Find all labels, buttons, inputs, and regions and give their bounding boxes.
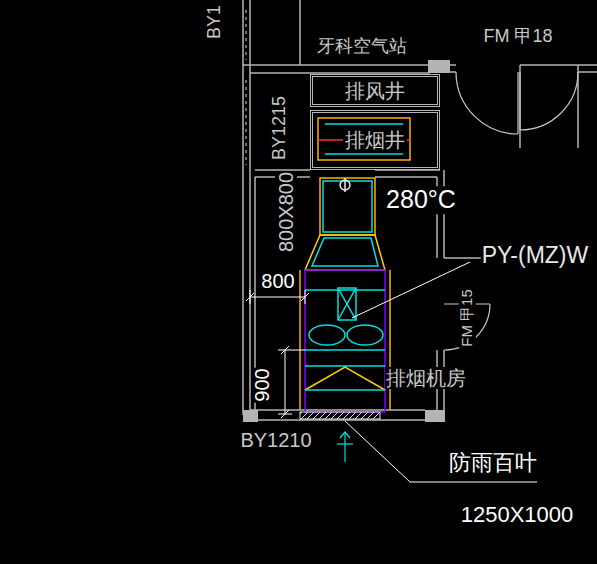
dimension-lines-part: [246, 293, 254, 301]
walls-part: [243, 64, 430, 66]
smoke-exhaust-fan: [300, 178, 390, 412]
smoke-exhaust-fan-part: [338, 288, 356, 320]
dimension-lines-part: [281, 410, 289, 418]
drawing-annotation: FM 甲15: [459, 288, 476, 348]
drawing-annotation: 800: [260, 270, 295, 292]
section-symbol-part: [344, 432, 345, 462]
wall-hatch: [246, 10, 247, 165]
shaft-name: 排烟井: [343, 129, 407, 151]
doors-part: [520, 72, 578, 130]
drawing-annotation: 牙科空气站: [316, 37, 408, 57]
section-symbol-part: [337, 443, 353, 444]
smoke-exhaust-fan-part: [389, 270, 391, 410]
smoke-shaft-duct: [318, 118, 410, 160]
smoke-exhaust-fan-part: [305, 367, 385, 390]
columns-part: [428, 60, 450, 73]
smoke-shaft-duct-part: [318, 118, 410, 160]
dimension-lines-part: [301, 293, 309, 301]
walls-part: [443, 170, 445, 258]
drawing-annotation: 800X800: [275, 171, 297, 253]
drawing-annotation: 900: [251, 367, 273, 402]
drawing-annotation: 280°C: [385, 186, 457, 214]
drawing-annotation: 1250X1000: [460, 503, 575, 527]
smoke-exhaust-fan-part: [305, 389, 385, 391]
walls-part: [249, 0, 251, 415]
smoke-exhaust-fan-part: [323, 181, 372, 232]
drawing-annotation: BY1215: [270, 95, 290, 161]
wall-hatch-part: [246, 10, 247, 60]
walls-part: [450, 71, 456, 73]
drawing-annotation: FM 甲18: [482, 27, 553, 47]
louver-part: [300, 412, 380, 419]
doors-part: [519, 72, 520, 130]
smoke-exhaust-fan-part: [305, 349, 385, 351]
dimension-lines-part: [281, 346, 289, 354]
drawing-annotation: PY-(MZ)W: [481, 243, 589, 268]
smoke-exhaust-fan-part: [347, 325, 383, 345]
smoke-exhaust-fan-part: [344, 178, 346, 192]
smoke-exhaust-fan-part: [320, 178, 375, 235]
louver: [300, 412, 380, 419]
leader-lines-part: [345, 421, 537, 482]
drawing-annotation: BY1210: [239, 429, 312, 451]
walls-part: [242, 0, 244, 415]
leader-lines: [345, 262, 537, 482]
drawing-annotation: 防雨百叶: [448, 451, 538, 475]
shaft-box: 排风井: [310, 74, 440, 107]
drawing-annotation: BY1: [205, 4, 225, 40]
smoke-exhaust-fan-part: [338, 288, 356, 320]
smoke-exhaust-fan-part: [305, 270, 385, 412]
walls-part: [450, 64, 456, 66]
smoke-shaft-duct-part: [325, 123, 403, 125]
dimension-lines: [246, 290, 309, 418]
doors-part: [456, 72, 518, 134]
section-symbol-part: [340, 432, 350, 438]
dimension-lines-part: [285, 350, 286, 414]
smoke-exhaust-fan-part: [338, 288, 356, 320]
doors-part: [517, 72, 518, 134]
drawing-annotation: 排烟机房: [385, 367, 467, 389]
smoke-exhaust-fan-part: [299, 270, 301, 410]
columns-part: [425, 410, 445, 422]
walls-part: [250, 409, 425, 411]
dimension-lines-part: [250, 297, 305, 298]
smoke-exhaust-fan-part: [312, 238, 378, 266]
section-symbol: [337, 432, 353, 462]
shaft-box: 排烟井: [310, 110, 440, 170]
walls-part: [578, 71, 597, 73]
columns-part: [243, 410, 258, 422]
smoke-exhaust-fan-part: [309, 325, 345, 345]
dimension-lines-part: [278, 350, 305, 351]
smoke-exhaust-fan-part: [305, 289, 385, 291]
wall-hatch-part: [246, 80, 247, 165]
leader-lines-part: [352, 262, 470, 318]
walls-part: [375, 176, 437, 178]
walls-part: [520, 64, 597, 66]
smoke-shaft-duct-part: [325, 153, 403, 155]
walls: [243, 0, 597, 420]
doors: [444, 72, 578, 350]
smoke-exhaust-fan-part: [305, 235, 385, 270]
walls-part: [299, 0, 301, 65]
walls-part: [519, 65, 521, 148]
shaft-name: 排风井: [343, 80, 407, 102]
